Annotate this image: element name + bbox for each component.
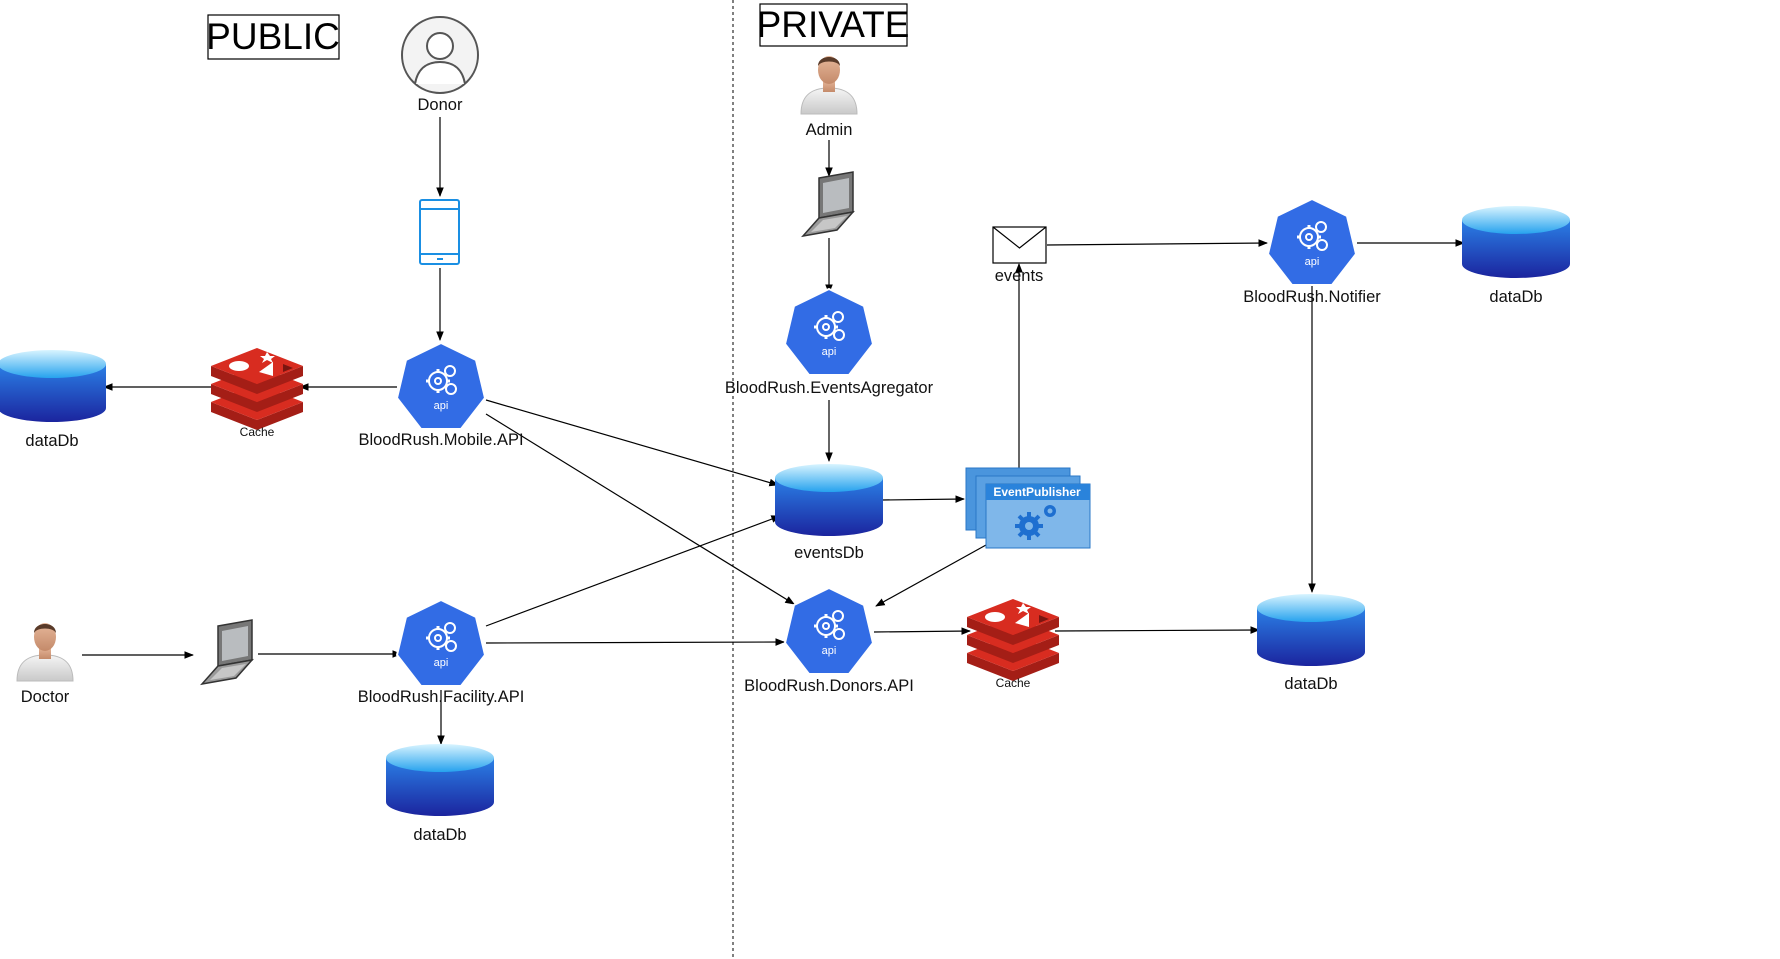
facility-api-node[interactable]: api BloodRush.Facility.API: [358, 598, 525, 706]
mobile-cache-label: Cache: [240, 425, 275, 439]
donor-node[interactable]: Donor: [401, 16, 479, 114]
donors-db-node[interactable]: dataDb: [1257, 594, 1365, 693]
event-publisher-node[interactable]: EventPublisher: [965, 467, 1091, 549]
redis-cache-icon: [967, 599, 1059, 681]
mobile-db-node[interactable]: dataDb: [0, 350, 106, 450]
edge-mobileapi-eventsdb: [485, 399, 779, 487]
mobile-api-label: BloodRush.Mobile.API: [358, 431, 523, 449]
notifier-node[interactable]: api BloodRush.Notifier: [1243, 197, 1381, 306]
api-hexagon-icon: api: [1266, 197, 1358, 287]
events-queue-node[interactable]: events: [992, 226, 1047, 285]
user-avatar-icon: [16, 622, 74, 682]
donors-cache-label: Cache: [996, 676, 1031, 690]
donors-api-label: BloodRush.Donors.API: [744, 677, 914, 695]
mobile-device-node[interactable]: [419, 199, 460, 265]
facility-db-node[interactable]: dataDb: [386, 744, 494, 844]
edge-facilityapi-eventsdb: [485, 515, 781, 627]
api-hexagon-icon: api: [395, 598, 487, 688]
events-queue-label: events: [995, 267, 1044, 285]
svg-text:api: api: [434, 400, 449, 412]
events-db-node[interactable]: eventsDb: [775, 464, 883, 562]
doctor-laptop-node[interactable]: [201, 619, 253, 685]
admin-label: Admin: [806, 121, 853, 139]
svg-text:api: api: [434, 657, 449, 669]
user-outline-icon: [401, 16, 479, 94]
mobile-api-node[interactable]: api BloodRush.Mobile.API: [358, 341, 524, 449]
notifier-label: BloodRush.Notifier: [1243, 288, 1381, 306]
donors-db-label: dataDb: [1284, 675, 1337, 693]
laptop-icon: [802, 171, 854, 237]
events-aggregator-node[interactable]: api BloodRush.EventsAgregator: [725, 287, 934, 397]
edge-facilityapi-donorsapi: [485, 638, 785, 646]
private-zone-title: PRIVATE: [757, 3, 910, 47]
database-icon: [1257, 594, 1365, 666]
database-icon: [1462, 206, 1570, 278]
edge-publisher-donorsapi: [875, 544, 987, 607]
svg-text:api: api: [1305, 256, 1320, 268]
worker-stack-icon: [965, 467, 1091, 549]
connectors: [82, 117, 1465, 745]
laptop-icon: [201, 619, 253, 685]
edge-eventsdb-publisher: [881, 495, 965, 503]
donor-label: Donor: [418, 96, 463, 114]
donors-cache-node[interactable]: Cache: [967, 599, 1059, 690]
edge-mobileapi-donorsapi: [485, 413, 795, 605]
svg-text:api: api: [822, 346, 837, 358]
edge-events-notifier: [1046, 239, 1268, 247]
database-icon: [0, 350, 106, 422]
event-publisher-label: EventPublisher: [993, 485, 1081, 499]
api-hexagon-icon: api: [783, 287, 875, 377]
admin-laptop-node[interactable]: [802, 171, 854, 237]
edge-cache-datadb-right: [1054, 626, 1260, 634]
user-avatar-icon: [800, 55, 858, 115]
database-icon: [775, 464, 883, 536]
redis-cache-icon: [211, 348, 303, 430]
notifier-db-label: dataDb: [1489, 288, 1542, 306]
notifier-db-node[interactable]: dataDb: [1462, 206, 1570, 306]
doctor-label: Doctor: [21, 688, 70, 706]
mobile-cache-node[interactable]: Cache: [211, 348, 303, 439]
doctor-node[interactable]: Doctor: [16, 622, 74, 706]
api-hexagon-icon: api: [783, 586, 875, 676]
donors-api-node[interactable]: api BloodRush.Donors.API: [744, 586, 914, 695]
edge-donorsapi-cache: [873, 627, 971, 635]
events-aggregator-label: BloodRush.EventsAgregator: [725, 379, 934, 397]
facility-api-label: BloodRush.Facility.API: [358, 688, 525, 706]
envelope-icon: [992, 226, 1047, 264]
mobile-phone-icon: [419, 199, 460, 265]
admin-node[interactable]: Admin: [800, 55, 858, 139]
database-icon: [386, 744, 494, 816]
events-db-label: eventsDb: [794, 544, 864, 562]
facility-db-label: dataDb: [413, 826, 466, 844]
svg-text:PRIVATE: PRIVATE: [757, 4, 910, 45]
svg-text:api: api: [822, 645, 837, 657]
svg-text:PUBLIC: PUBLIC: [206, 16, 340, 57]
mobile-db-label: dataDb: [25, 432, 78, 450]
api-hexagon-icon: api: [395, 341, 487, 431]
public-zone-title: PUBLIC: [206, 14, 340, 60]
